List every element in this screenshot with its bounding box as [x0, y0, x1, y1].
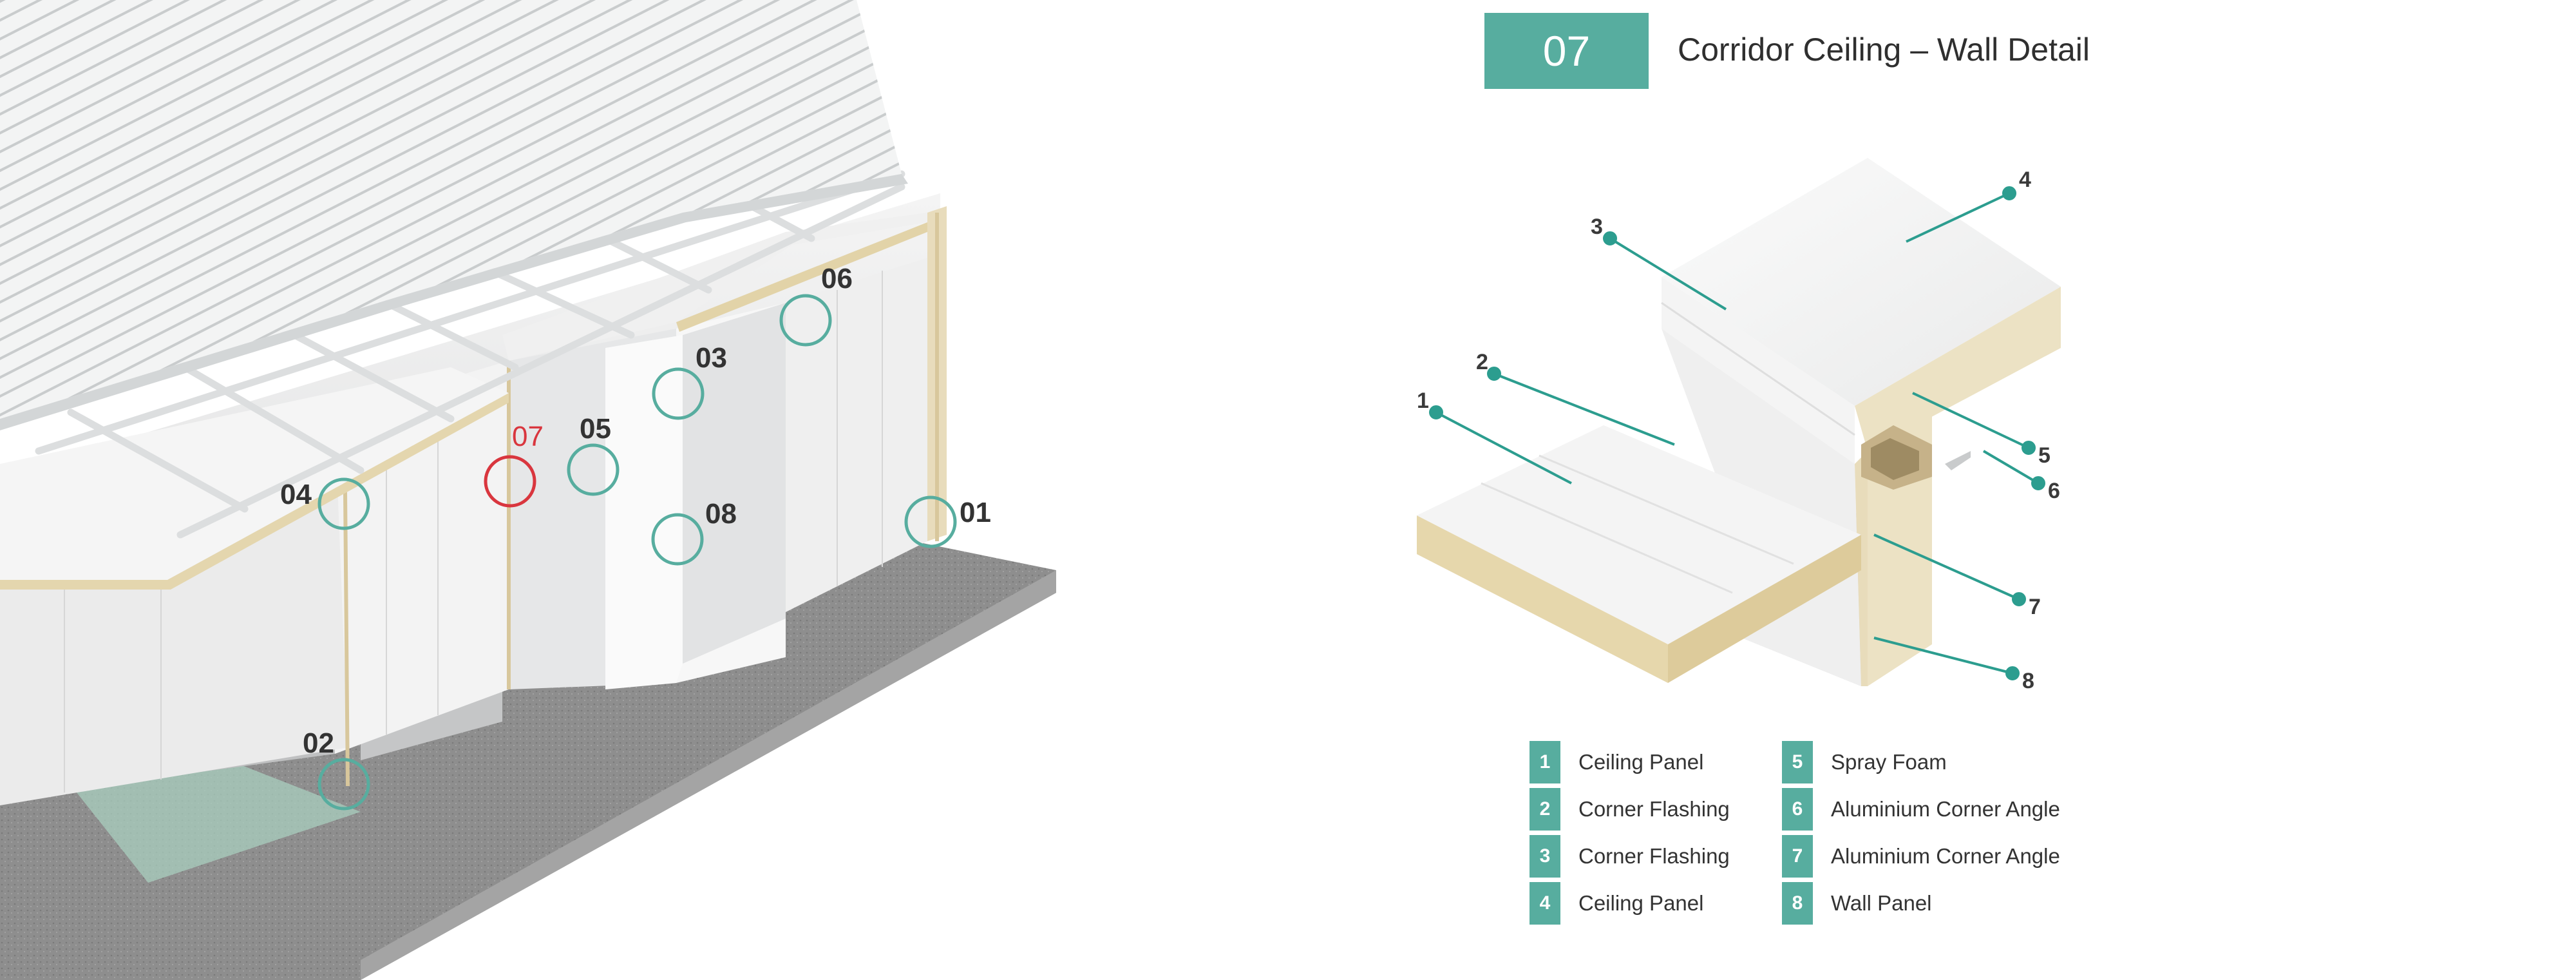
legend-label: Wall Panel [1831, 891, 1932, 915]
roof-trusses [35, 170, 905, 539]
detail-callout-3[interactable]: 3 [1591, 215, 1603, 239]
detail-callout-6[interactable]: 6 [2048, 479, 2060, 503]
legend-item: 5 Spray Foam [1782, 741, 1947, 783]
legend-number: 5 [1782, 741, 1813, 783]
svg-text:07: 07 [512, 421, 544, 452]
upper-ceiling-top [1662, 158, 2061, 406]
detail-leaders [1429, 186, 2045, 680]
slab-edge [361, 570, 1056, 980]
legend-label: Ceiling Panel [1578, 750, 1704, 774]
detail-number-badge: 07 [1484, 13, 1649, 89]
legend-label: Corner Flashing [1578, 797, 1730, 821]
concrete-floor [0, 528, 1056, 980]
callout-02[interactable]: 02 [303, 727, 370, 811]
detail-callout-8[interactable]: 8 [2022, 669, 2034, 693]
detail-callout-1[interactable]: 1 [1417, 389, 1429, 413]
detail-callout-7[interactable]: 7 [2029, 595, 2041, 619]
legend-label: Aluminium Corner Angle [1831, 844, 2060, 868]
callout-07[interactable]: 07 [484, 421, 544, 508]
lower-ceiling-core [1417, 515, 1668, 683]
legend-number: 6 [1782, 788, 1813, 831]
legend-item: 7 Aluminium Corner Angle [1782, 835, 2060, 878]
legend-label: Corner Flashing [1578, 844, 1730, 868]
legend-label: Aluminium Corner Angle [1831, 797, 2060, 821]
svg-text:04: 04 [280, 479, 312, 510]
callout-03[interactable]: 03 [652, 342, 727, 420]
legend-number: 8 [1782, 882, 1813, 925]
legend-item: 1 Ceiling Panel [1530, 741, 1703, 783]
svg-text:06: 06 [821, 263, 853, 294]
legend-number: 2 [1530, 788, 1560, 831]
callout-05[interactable]: 05 [567, 413, 620, 496]
legend-item: 8 Wall Panel [1782, 882, 1932, 925]
central-column-side [683, 303, 786, 664]
flashing-seam [1661, 302, 1855, 436]
aluminium-corner-angle [1945, 451, 1971, 470]
legend-number: 7 [1782, 835, 1813, 878]
lower-ceiling-side [1668, 535, 1861, 683]
overview-callouts: 01 02 03 04 05 06 07 08 [280, 263, 991, 811]
legend-number: 1 [1530, 741, 1560, 783]
svg-text:08: 08 [705, 498, 737, 530]
detail-callout-numbers: 1 2 3 4 5 6 7 8 [1417, 168, 2060, 693]
legend-label: Spray Foam [1831, 750, 1947, 774]
detail-callout-4[interactable]: 4 [2019, 168, 2031, 192]
callout-08[interactable]: 08 [651, 498, 737, 566]
legend-number: 3 [1530, 835, 1560, 878]
svg-text:05: 05 [580, 413, 611, 445]
ceiling-panel-edge [676, 222, 927, 332]
corridor-ceiling-wall-detail: 1 2 3 4 5 6 7 8 [1417, 158, 2061, 693]
lower-ceiling-top [1417, 425, 1861, 644]
upper-ceiling-core [1855, 287, 2061, 451]
callout-01[interactable]: 01 [904, 495, 991, 548]
detail-title: Corridor Ceiling – Wall Detail [1678, 32, 2090, 68]
corrugated-roof [0, 0, 902, 419]
legend-item: 2 Corner Flashing [1530, 788, 1730, 831]
svg-text:03: 03 [696, 342, 727, 374]
legend-number: 4 [1530, 882, 1560, 925]
svg-text:02: 02 [303, 727, 334, 759]
detail-callout-2[interactable]: 2 [1476, 350, 1488, 374]
svg-text:01: 01 [960, 497, 991, 528]
building-overview-illustration: 01 02 03 04 05 06 07 08 [0, 0, 1056, 980]
wall-panel [786, 258, 927, 612]
corridor-ceiling [0, 367, 509, 580]
legend-item: 3 Corner Flashing [1530, 835, 1730, 878]
central-column [605, 335, 683, 689]
spray-foam-inner [1871, 438, 1919, 480]
callout-06[interactable]: 06 [779, 263, 853, 347]
lower-ceiling-seams [1481, 454, 1794, 594]
detail-legend: 1 Ceiling Panel 2 Corner Flashing 3 Corn… [1530, 741, 2109, 925]
corner-flashing-upper [1662, 277, 1855, 464]
legend-item: 6 Aluminium Corner Angle [1782, 788, 2060, 831]
legend-item: 4 Ceiling Panel [1530, 882, 1703, 925]
callout-04[interactable]: 04 [280, 477, 370, 530]
legend-label: Ceiling Panel [1578, 891, 1704, 915]
detail-callout-5[interactable]: 5 [2038, 443, 2050, 468]
